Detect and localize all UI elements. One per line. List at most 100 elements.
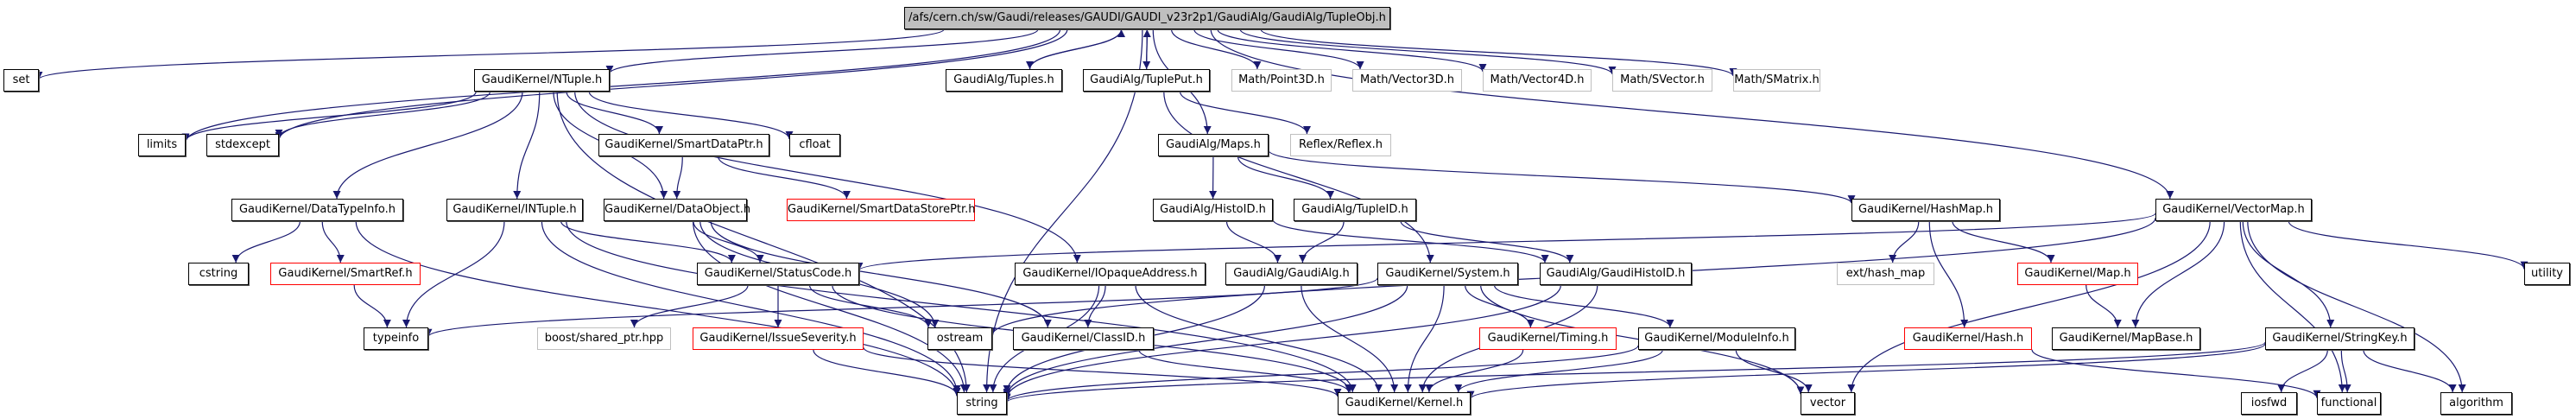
node-gaudihistoid[interactable]: GaudiAlg/GaudiHistoID.h (1540, 263, 1692, 285)
node-stringkey[interactable]: GaudiKernel/StringKey.h (2265, 327, 2415, 350)
node-svector[interactable]: Math/SVector.h (1612, 69, 1712, 92)
edge-iopaque-to-classid (1084, 284, 1106, 328)
node-smartdatastoreptr[interactable]: GaudiKernel/SmartDataStorePtr.h (787, 199, 976, 221)
edge-ntuple-to-smartdataptr (566, 91, 663, 135)
edge-ntuple-to-intuple (513, 91, 541, 200)
edge-issueseverity-to-string (813, 349, 961, 396)
node-reflex[interactable]: Reflex/Reflex.h (1290, 134, 1391, 156)
edge-stringkey-to-algorithm (2363, 349, 2457, 393)
edge-stringkey-to-kernel (1466, 343, 2266, 400)
node-map[interactable]: GaudiKernel/Map.h (2017, 263, 2138, 285)
edge-dataobject-to-classid (710, 220, 1052, 328)
node-algorithm[interactable]: algorithm (2440, 392, 2512, 415)
node-smartdataptr[interactable]: GaudiKernel/SmartDataPtr.h (598, 134, 769, 156)
edge-tupleput-to-reflex (1179, 91, 1311, 135)
edge-histoid-to-gaudihistoid (1272, 219, 1549, 263)
edge-classid-to-kernel (1138, 349, 1353, 393)
node-dataobject[interactable]: GaudiKernel/DataObject.h (604, 199, 750, 221)
node-moduleinfo[interactable]: GaudiKernel/ModuleInfo.h (1638, 327, 1795, 350)
edge-root-to-svector (1239, 29, 1617, 75)
node-point3d[interactable]: Math/Point3D.h (1231, 69, 1332, 92)
edge-tupleid-to-gaudialg (1298, 220, 1345, 263)
edge-histoid-to-gaudialg (1225, 220, 1282, 263)
node-hashmap[interactable]: GaudiKernel/HashMap.h (1851, 199, 2000, 221)
node-string[interactable]: string (957, 392, 1007, 415)
edge-vectormap-to-mapbase (2131, 220, 2225, 328)
edge-issueseverity-to-kernel (863, 346, 1342, 397)
edge-moduleinfo-to-vector (1735, 349, 1813, 393)
edge-intuple-to-statuscode (560, 220, 736, 263)
edge-vectormap-to-utility (2288, 220, 2529, 270)
node-smatrix[interactable]: Math/SMatrix.h (1733, 69, 1820, 92)
edge-hashmap-to-map (1952, 220, 2055, 263)
node-cfloat[interactable]: cfloat (789, 134, 840, 156)
edge-system-to-timing (1465, 284, 1535, 328)
node-datatypeinfo[interactable]: GaudiKernel/DataTypeInfo.h (231, 199, 403, 221)
edge-moduleinfo-to-kernel (1454, 349, 1663, 393)
node-typeinfo[interactable]: typeinfo (364, 327, 428, 350)
edge-smartref-to-typeinfo (353, 284, 391, 328)
node-timing[interactable]: GaudiKernel/Timing.h (1479, 327, 1617, 350)
edge-datatypeinfo-to-cstring (231, 220, 301, 263)
node-kernel[interactable]: GaudiKernel/Kernel.h (1338, 392, 1471, 415)
node-cstring[interactable]: cstring (188, 263, 249, 285)
edge-intuple-to-typeinfo (402, 220, 505, 328)
edge-dataobject-to-string (693, 220, 968, 393)
node-vector4d[interactable]: Math/Vector4D.h (1483, 69, 1592, 92)
node-ntuple[interactable]: GaudiKernel/NTuple.h (474, 69, 610, 92)
edge-vectormap-to-functional (2239, 220, 2346, 393)
node-tupleput[interactable]: GaudiAlg/TuplePut.h (1083, 69, 1210, 92)
edge-gaudihistoid-to-string (1003, 284, 1561, 399)
node-issueseverity[interactable]: GaudiKernel/IssueSeverity.h (693, 327, 864, 350)
edge-smartdataptr-to-dataobject (673, 156, 683, 200)
edge-hashmap-to-hash (1928, 220, 1969, 328)
edge-stringkey-to-iosfwd (2277, 349, 2328, 393)
node-hash[interactable]: GaudiKernel/Hash.h (1904, 327, 2032, 350)
node-mapbase[interactable]: GaudiKernel/MapBase.h (2052, 327, 2200, 350)
edge-ntuple-to-iopaque (574, 91, 1081, 263)
node-vectormap[interactable]: GaudiKernel/VectorMap.h (2155, 199, 2312, 221)
node-set[interactable]: set (3, 69, 39, 92)
node-system[interactable]: GaudiKernel/System.h (1377, 263, 1518, 285)
node-limits[interactable]: limits (138, 134, 186, 156)
edge-tupleput-to-system (1163, 91, 1434, 263)
edge-root-to-limits (181, 29, 1061, 143)
edge-maps-to-tupleid (1237, 156, 1335, 200)
node-maps[interactable]: GaudiAlg/Maps.h (1158, 134, 1269, 156)
node-functional[interactable]: functional (2317, 392, 2381, 415)
node-histoid[interactable]: GaudiAlg/HistoID.h (1153, 199, 1273, 221)
edge-intuple-to-kernel (566, 220, 1357, 393)
edge-dataobject-to-statuscode (693, 220, 764, 263)
node-hashmapext[interactable]: ext/hash_map (1837, 263, 1934, 285)
node-iopaque[interactable]: GaudiKernel/IOpaqueAddress.h (1015, 263, 1206, 285)
node-sharedptr[interactable]: boost/shared_ptr.hpp (537, 327, 671, 350)
node-stdexcept[interactable]: stdexcept (206, 134, 279, 156)
node-root[interactable]: /afs/cern.ch/sw/Gaudi/releases/GAUDI/GAU… (904, 7, 1390, 29)
node-utility[interactable]: utility (2524, 263, 2570, 285)
node-ostream[interactable]: ostream (927, 327, 992, 350)
node-classid[interactable]: GaudiKernel/ClassID.h (1013, 327, 1154, 350)
edge-gaudialg-to-kernel (1301, 284, 1399, 393)
edge-system-to-moduleinfo (1493, 284, 1674, 328)
edge-root-to-vector3d (1193, 29, 1364, 70)
node-iosfwd[interactable]: iosfwd (2241, 392, 2297, 415)
node-vector3d[interactable]: Math/Vector3D.h (1352, 69, 1462, 92)
edge-vectormap-to-stringkey (2242, 220, 2335, 328)
edge-stringkey-to-functional (2340, 349, 2351, 393)
node-smartref[interactable]: GaudiKernel/SmartRef.h (270, 263, 421, 285)
node-vector[interactable]: vector (1801, 392, 1855, 415)
node-statuscode[interactable]: GaudiKernel/StatusCode.h (697, 263, 859, 285)
edge-vectormap-to-statuscode (855, 213, 2156, 271)
node-gaudialg[interactable]: GaudiAlg/GaudiAlg.h (1225, 263, 1358, 285)
node-tuples[interactable]: GaudiAlg/Tuples.h (946, 69, 1062, 92)
edge-root-to-vectormap (1210, 29, 2174, 200)
node-intuple[interactable]: GaudiKernel/INTuple.h (446, 199, 583, 221)
edge-root-to-smatrix (1260, 29, 1737, 77)
edge-ntuple-to-stdexcept (275, 91, 491, 138)
node-tupleid[interactable]: GaudiAlg/TupleID.h (1294, 199, 1416, 221)
edge-moduleinfo-to-string (1003, 345, 1639, 402)
edge-ntuple-to-limits (181, 91, 477, 142)
edge-hash-to-functional (2031, 349, 2321, 398)
edge-tupleput-to-root (1142, 29, 1151, 70)
